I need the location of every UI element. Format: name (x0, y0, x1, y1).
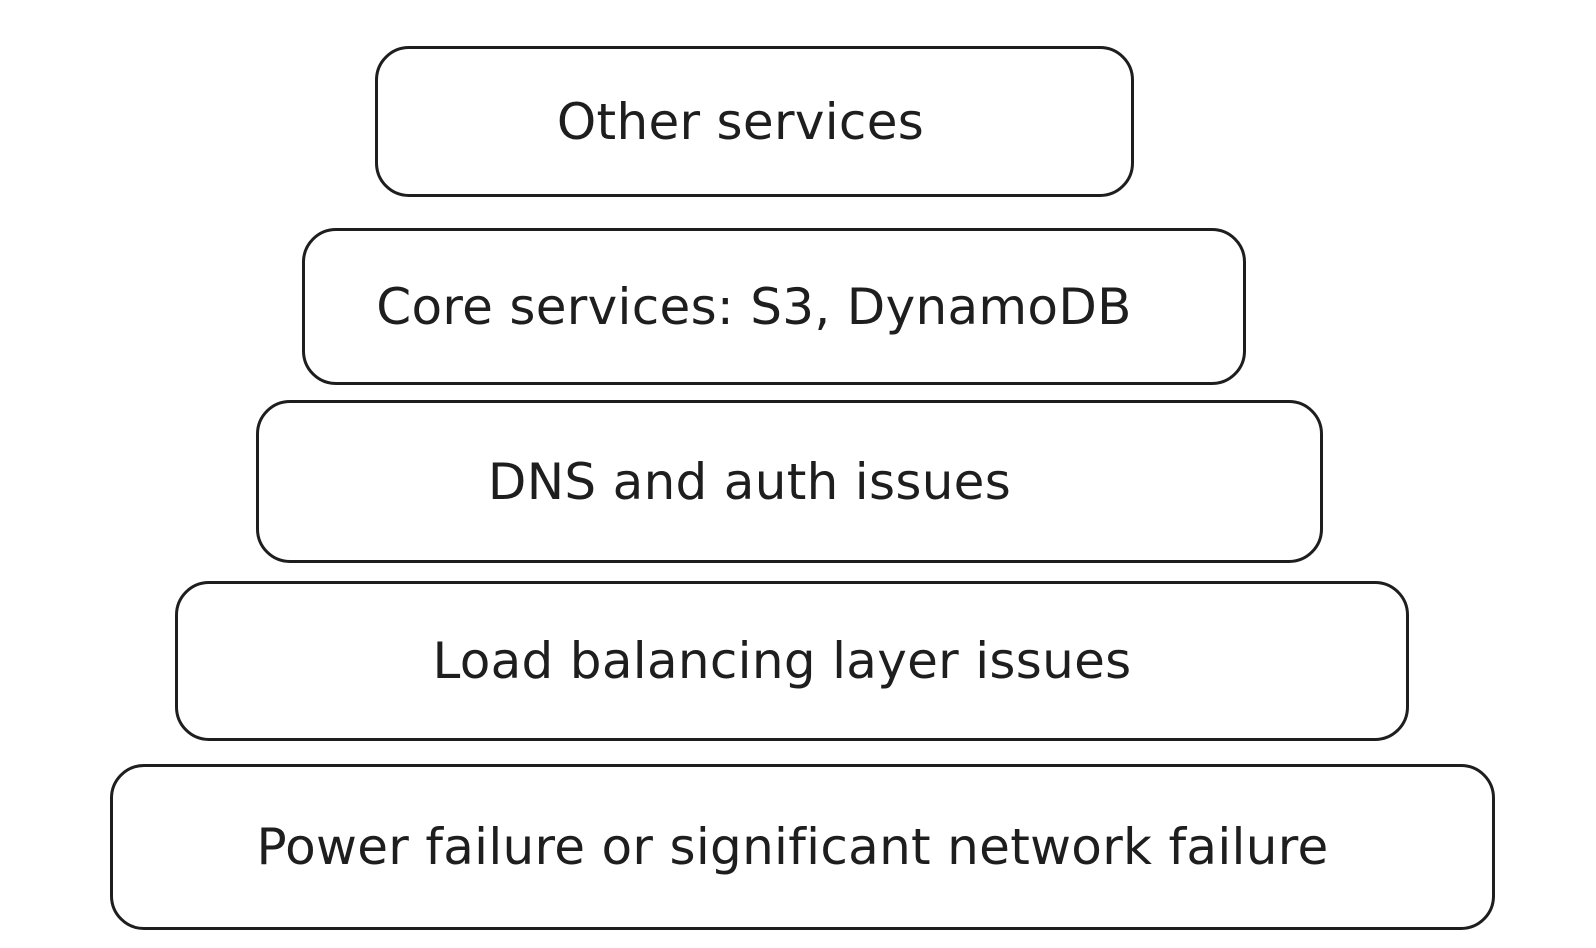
layer-label: Other services (556, 92, 925, 151)
layer-label: Load balancing layer issues (432, 632, 1132, 690)
layer-label: Core services: S3, DynamoDB (376, 277, 1132, 336)
layer-power-network: Power failure or significant network fai… (110, 764, 1495, 930)
layer-dns-auth: DNS and auth issues (256, 400, 1323, 563)
layer-label: Power failure or significant network fai… (256, 818, 1329, 876)
layer-load-balancing: Load balancing layer issues (175, 581, 1409, 741)
layer-label: DNS and auth issues (487, 452, 1012, 511)
layer-other-services: Other services (375, 46, 1134, 197)
layer-core-services: Core services: S3, DynamoDB (302, 228, 1246, 385)
